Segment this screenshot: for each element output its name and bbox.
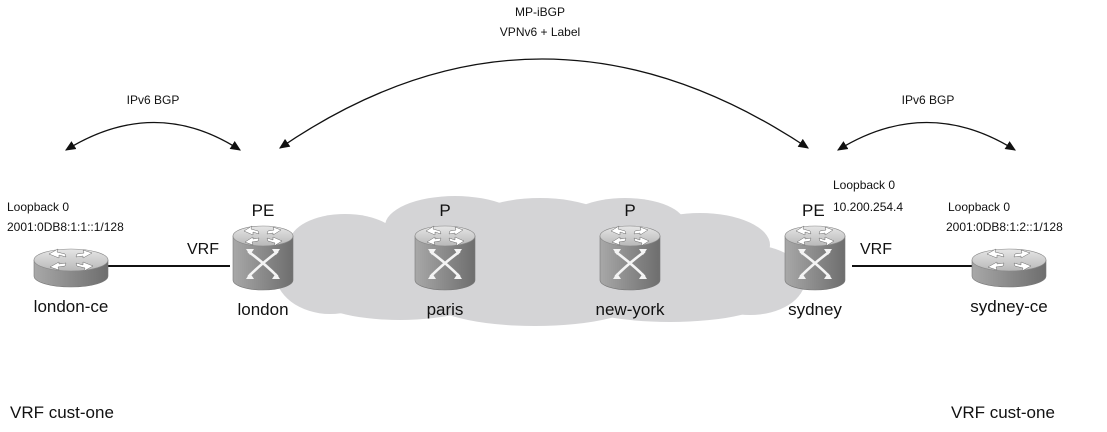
router-icon-london [231,224,295,292]
london-role: PE [251,201,275,220]
mpls-cloud [275,196,805,326]
vrf-cust-one-left: VRF cust-one [10,403,114,422]
mp-ibgp-label: MP-iBGP [514,5,566,19]
sydney-role: PE [802,201,825,220]
router-icon-sydney [783,224,847,292]
sydney-name: sydney [788,300,842,319]
router-icon-new-york [598,224,662,292]
sydney-ce-name: sydney-ce [970,297,1048,316]
vpnv6-label: VPNv6 + Label [499,25,581,39]
arc-ipv6-bgp-right [837,121,1016,151]
vrf-cust-one-right: VRF cust-one [951,403,1055,422]
london-ce-loopback-addr: 2001:0DB8:1:1::1/128 [7,220,124,234]
router-icon-london-ce [33,248,109,288]
ipv6-bgp-right-label: IPv6 BGP [901,93,955,107]
london-name: london [237,300,289,319]
paris-role: P [439,201,451,220]
router-icon-paris [413,224,477,292]
sydney-loopback-addr: 10.200.254.4 [833,200,904,214]
right-vrf-label: VRF [860,241,892,258]
ipv6-bgp-left-label: IPv6 BGP [126,93,180,107]
arc-mp-ibgp [279,58,809,149]
sydney-ce-loopback-title: Loopback 0 [948,200,1011,214]
new-york-role: P [624,201,636,220]
london-ce-name: london-ce [33,297,109,316]
sydney-ce-loopback-addr: 2001:0DB8:1:2::1/128 [946,220,1063,234]
london-ce-loopback-title: Loopback 0 [7,200,70,214]
sydney-loopback-title: Loopback 0 [833,178,896,192]
left-vrf-label: VRF [187,241,219,258]
router-icon-sydney-ce [971,248,1047,288]
arc-ipv6-bgp-left [65,121,241,151]
new-york-name: new-york [595,300,665,319]
paris-name: paris [426,300,464,319]
